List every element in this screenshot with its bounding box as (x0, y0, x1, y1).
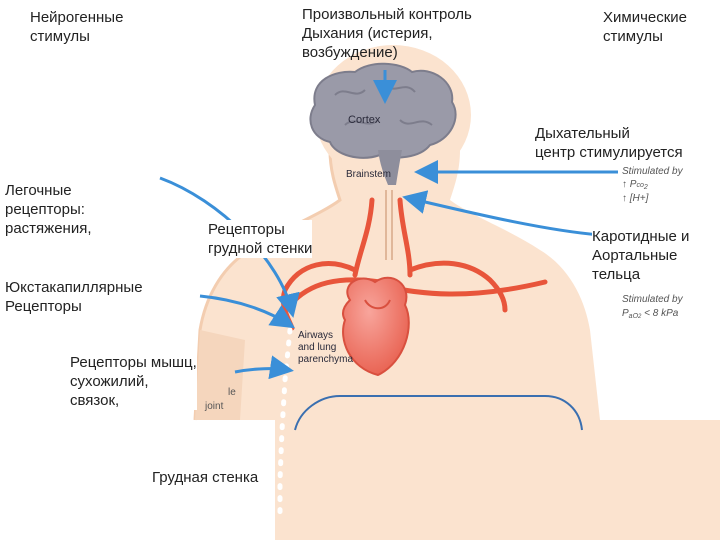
stim-top-title: Stimulated by (622, 166, 684, 177)
stim-top-pco2-b: co (636, 182, 644, 189)
stim-top-pco2-a: ↑ P (622, 179, 637, 190)
label-chest-wall-receptors: Рецепторы грудной стенки (208, 220, 313, 258)
heart (341, 276, 410, 377)
brain (309, 62, 457, 185)
stim-bottom-a: P (622, 308, 629, 319)
stim-bottom-title: Stimulated by (622, 294, 684, 305)
stim-box-bottom (618, 290, 720, 326)
stim-top-pco2-c: 2 (643, 184, 648, 191)
label-resp-center: Дыхательный центр стимулируется (535, 125, 683, 161)
label-carotid: Каротидные и Аортальные тельца (592, 227, 690, 284)
airways-line-3: parenchyma (298, 354, 353, 365)
airways-line-1: Airways (298, 330, 333, 341)
airways-line-2: and lung (298, 342, 336, 353)
stim-bottom-c: 2 (637, 314, 642, 320)
stim-bottom-d: < 8 kPa (641, 308, 678, 319)
joint-line-1: le (228, 387, 236, 398)
stim-bottom-pao2: PaO2 < 8 kPa (622, 308, 679, 320)
brainstem-label: Brainstem (346, 169, 391, 180)
label-muscle-receptors: Рецепторы мышц, сухожилий, связок, (70, 353, 197, 410)
stim-top-pco2: ↑ Pco2 (622, 179, 648, 191)
arrow-juxta (199, 294, 296, 329)
stim-top-h: ↑ [H+] (622, 193, 649, 204)
label-juxtacapillary: Юкстакапиллярные Рецепторы (5, 278, 143, 316)
joint-fragment: le joint (204, 387, 239, 412)
label-lung-receptors: Легочные рецепторы: растяжения, (5, 181, 92, 238)
diaphragm (294, 395, 583, 431)
joint-line-2: joint (204, 401, 224, 412)
arrow-chest-wall (234, 355, 294, 380)
arrow-carotid (402, 190, 601, 237)
stim-box-top (618, 162, 720, 208)
cortex-label: Cortex (348, 114, 381, 126)
label-chest-wall: Грудная стенка (152, 468, 259, 487)
airways-label: Airways and lung parenchyma (298, 330, 353, 365)
label-voluntary: Произвольный контроль Дыхания (истерия, … (302, 6, 472, 61)
chest-wall-dots (277, 327, 293, 523)
stim-bottom-b: aO (629, 313, 639, 320)
left-arm (195, 330, 245, 420)
label-chemical: Химические стимулы (603, 9, 688, 45)
nerves (385, 190, 393, 260)
label-neurogenic: Нейрогенные стимулы (30, 9, 124, 45)
